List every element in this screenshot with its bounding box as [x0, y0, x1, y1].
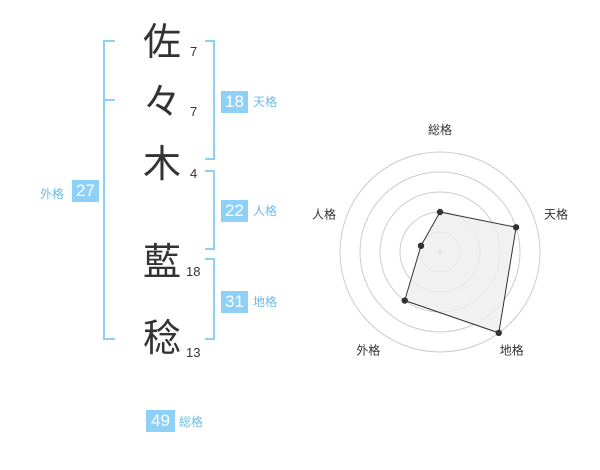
stroke-count-5: 13 — [186, 345, 201, 360]
soukaku-label: 総格 — [179, 415, 204, 429]
tenkaku-badge: 18 — [221, 91, 248, 113]
tenkaku-label: 天格 — [253, 95, 278, 109]
radar-point — [512, 224, 520, 231]
soukaku-badge: 49 — [146, 410, 175, 432]
radar-grid-ring — [359, 171, 521, 333]
radar-point — [401, 297, 408, 304]
stroke-count-2: 7 — [190, 104, 198, 119]
radar-axis-label: 天格 — [544, 206, 568, 221]
gaikaku-badge: 27 — [72, 180, 99, 202]
chikaku-label: 地格 — [253, 295, 278, 309]
name-char-5: 稔 — [142, 316, 181, 360]
name-char-3: 木 — [142, 142, 181, 186]
jinkaku-badge: 22 — [221, 200, 248, 222]
radar-point — [436, 208, 444, 216]
stroke-count-4: 18 — [186, 264, 201, 279]
name-char-1: 佐 — [142, 20, 181, 64]
chikaku-badge: 31 — [221, 291, 248, 313]
radar-axis-label: 地格 — [500, 343, 524, 358]
gaikaku-label: 外格 — [40, 187, 65, 201]
radar-grid-ring — [339, 151, 541, 353]
radar-axis-label: 外格 — [356, 343, 380, 358]
radar-point — [495, 329, 502, 337]
stroke-count-1: 7 — [190, 44, 198, 59]
radar-axis-label: 総格 — [428, 122, 452, 137]
name-char-2: 々 — [142, 80, 181, 124]
stroke-count-3: 4 — [190, 166, 198, 181]
radar-shape — [404, 211, 517, 334]
radar-point — [417, 242, 425, 250]
radar-axis-label: 人格 — [312, 206, 336, 221]
jinkaku-label: 人格 — [253, 204, 278, 218]
name-char-4: 藍 — [142, 240, 181, 284]
